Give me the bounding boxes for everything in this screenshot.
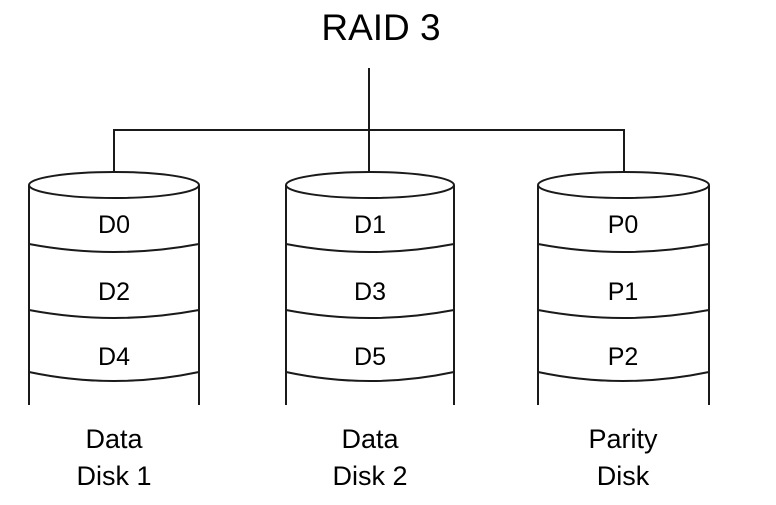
disk-data-disk-2: D1 D3 D5 Data Disk 2 — [285, 171, 455, 491]
disk-1-caption-line-2: Disk 1 — [76, 461, 151, 491]
disk-1-top-ellipse — [28, 171, 200, 199]
disk-3-divider-1 — [537, 243, 710, 253]
disk-3-caption-line-1: Parity — [588, 424, 658, 454]
disk-1-divider-2 — [28, 309, 200, 319]
disk-1-bottom-arc — [28, 371, 200, 382]
disk-1-block-2: D4 — [98, 343, 130, 371]
disk-2-divider-2 — [285, 309, 455, 319]
disk-2-caption-line-1: Data — [341, 424, 399, 454]
disk-3-caption-line-2: Disk — [597, 461, 650, 491]
disk-1-block-1: D2 — [98, 278, 130, 306]
disk-3-block-2: P2 — [608, 343, 639, 371]
disk-1-divider-1 — [28, 243, 200, 253]
disk-3-block-1: P1 — [608, 278, 639, 306]
disk-3-divider-2 — [537, 309, 710, 319]
disk-3-top-ellipse — [537, 171, 710, 199]
disk-2-bottom-arc — [285, 371, 455, 382]
disk-2-block-2: D5 — [354, 343, 386, 371]
disk-2-caption-line-2: Disk 2 — [332, 461, 407, 491]
disk-data-disk-1: D0 D2 D4 Data Disk 1 — [28, 171, 200, 491]
disk-2-block-1: D3 — [354, 278, 386, 306]
disk-parity-disk: P0 P1 P2 Parity Disk — [537, 171, 710, 491]
disk-2-divider-1 — [285, 243, 455, 253]
disk-1-block-0: D0 — [98, 211, 130, 239]
disk-3-bottom-arc — [537, 371, 710, 382]
disk-2-block-0: D1 — [354, 211, 386, 239]
disk-2-top-ellipse — [285, 171, 455, 199]
disk-1-caption-line-1: Data — [85, 424, 143, 454]
disk-3-block-0: P0 — [608, 211, 639, 239]
page-title: RAID 3 — [321, 7, 440, 48]
